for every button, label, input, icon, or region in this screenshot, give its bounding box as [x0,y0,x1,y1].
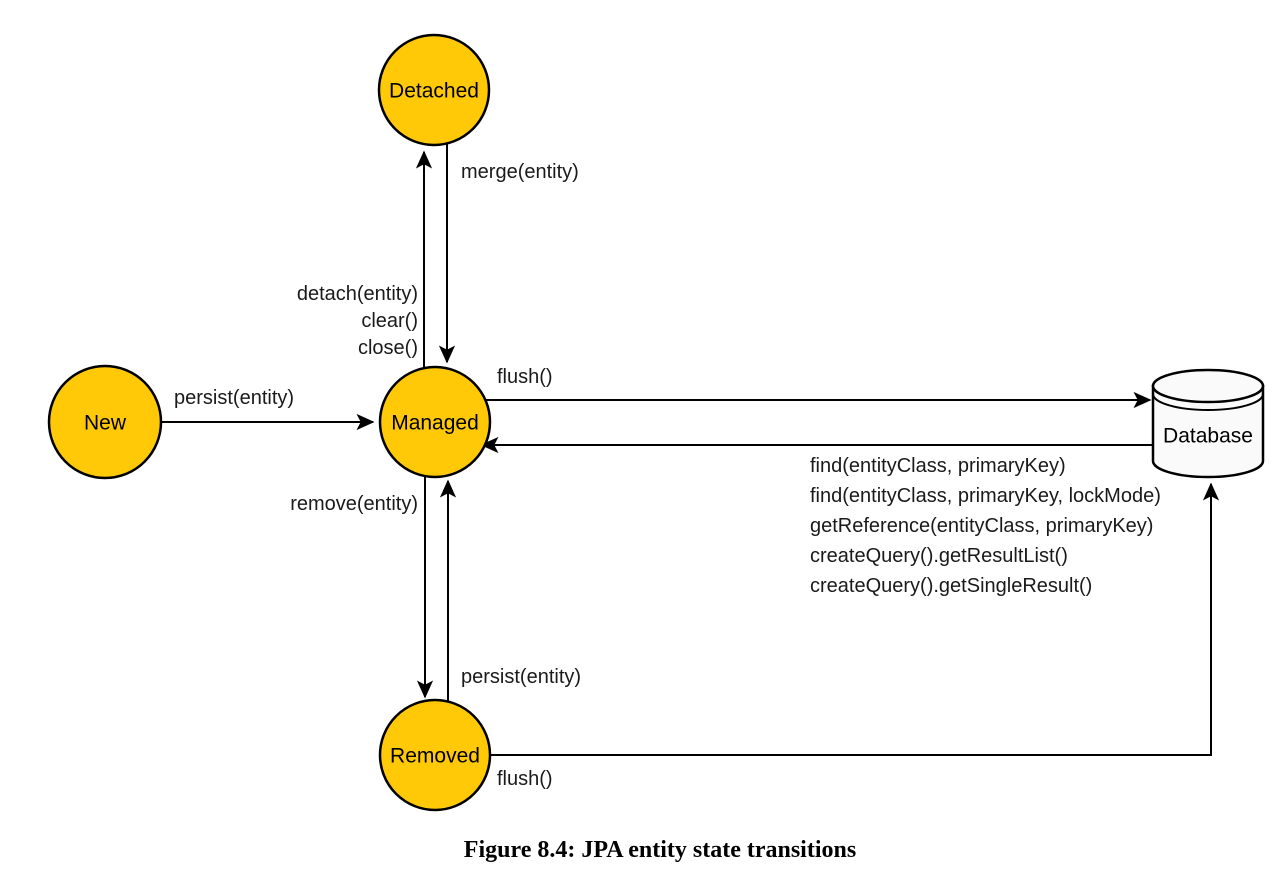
edge-flush-managed-to-database: flush() [476,366,1152,409]
database-cylinder-rim [1152,393,1264,411]
node-new-circle[interactable] [47,364,163,480]
node-managed[interactable]: Managed [378,365,492,479]
edge-label-remove: remove(entity) [290,493,418,515]
node-managed-label: Managed [391,412,479,435]
method-find-2: find(entityClass, primaryKey, lockMode) [810,485,1161,507]
edge-label-flush-managed: flush() [497,366,553,388]
node-removed[interactable]: Removed [378,698,492,812]
edge-persist-new-to-managed: persist(entity) [162,387,375,431]
edge-remove-managed-to-removed: remove(entity) [290,472,434,699]
edge-label-close: close() [358,337,418,359]
node-detached-label: Detached [389,80,479,103]
node-database-label: Database [1163,425,1253,448]
node-new[interactable]: New [47,364,163,480]
edge-flush-removed-to-database: flush() [478,482,1220,790]
edge-detach-managed-to-detached: detach(entity) clear() close() [297,150,433,367]
node-detached[interactable]: Detached [377,33,491,147]
edge-label-persist-new: persist(entity) [174,387,294,409]
edge-label-merge: merge(entity) [461,161,579,183]
edge-database-to-managed-queries: find(entityClass, primaryKey) find(entit… [480,436,1161,597]
node-managed-circle[interactable] [378,365,492,479]
method-get-reference: getReference(entityClass, primaryKey) [810,515,1153,537]
edge-merge-detached-to-managed: merge(entity) [438,140,579,364]
edge-label-detach-entity: detach(entity) [297,283,418,305]
figure-caption: Figure 8.4: JPA entity state transitions [464,837,856,863]
edge-persist-removed-to-managed: persist(entity) [439,479,581,703]
method-create-query-single-result: createQuery().getSingleResult() [810,575,1092,597]
db-to-managed-method-list: find(entityClass, primaryKey) find(entit… [810,455,1161,597]
node-detached-circle[interactable] [377,33,491,147]
method-create-query-result-list: createQuery().getResultList() [810,545,1068,567]
node-database[interactable]: Database [1151,368,1265,479]
node-removed-circle[interactable] [378,698,492,812]
edge-label-persist-removed: persist(entity) [461,666,581,688]
edge-label-flush-removed: flush() [497,768,553,790]
node-new-label: New [84,412,127,435]
node-removed-label: Removed [390,745,480,768]
method-find-1: find(entityClass, primaryKey) [810,455,1066,477]
edge-label-clear: clear() [361,310,418,332]
database-cylinder-top [1151,368,1265,404]
